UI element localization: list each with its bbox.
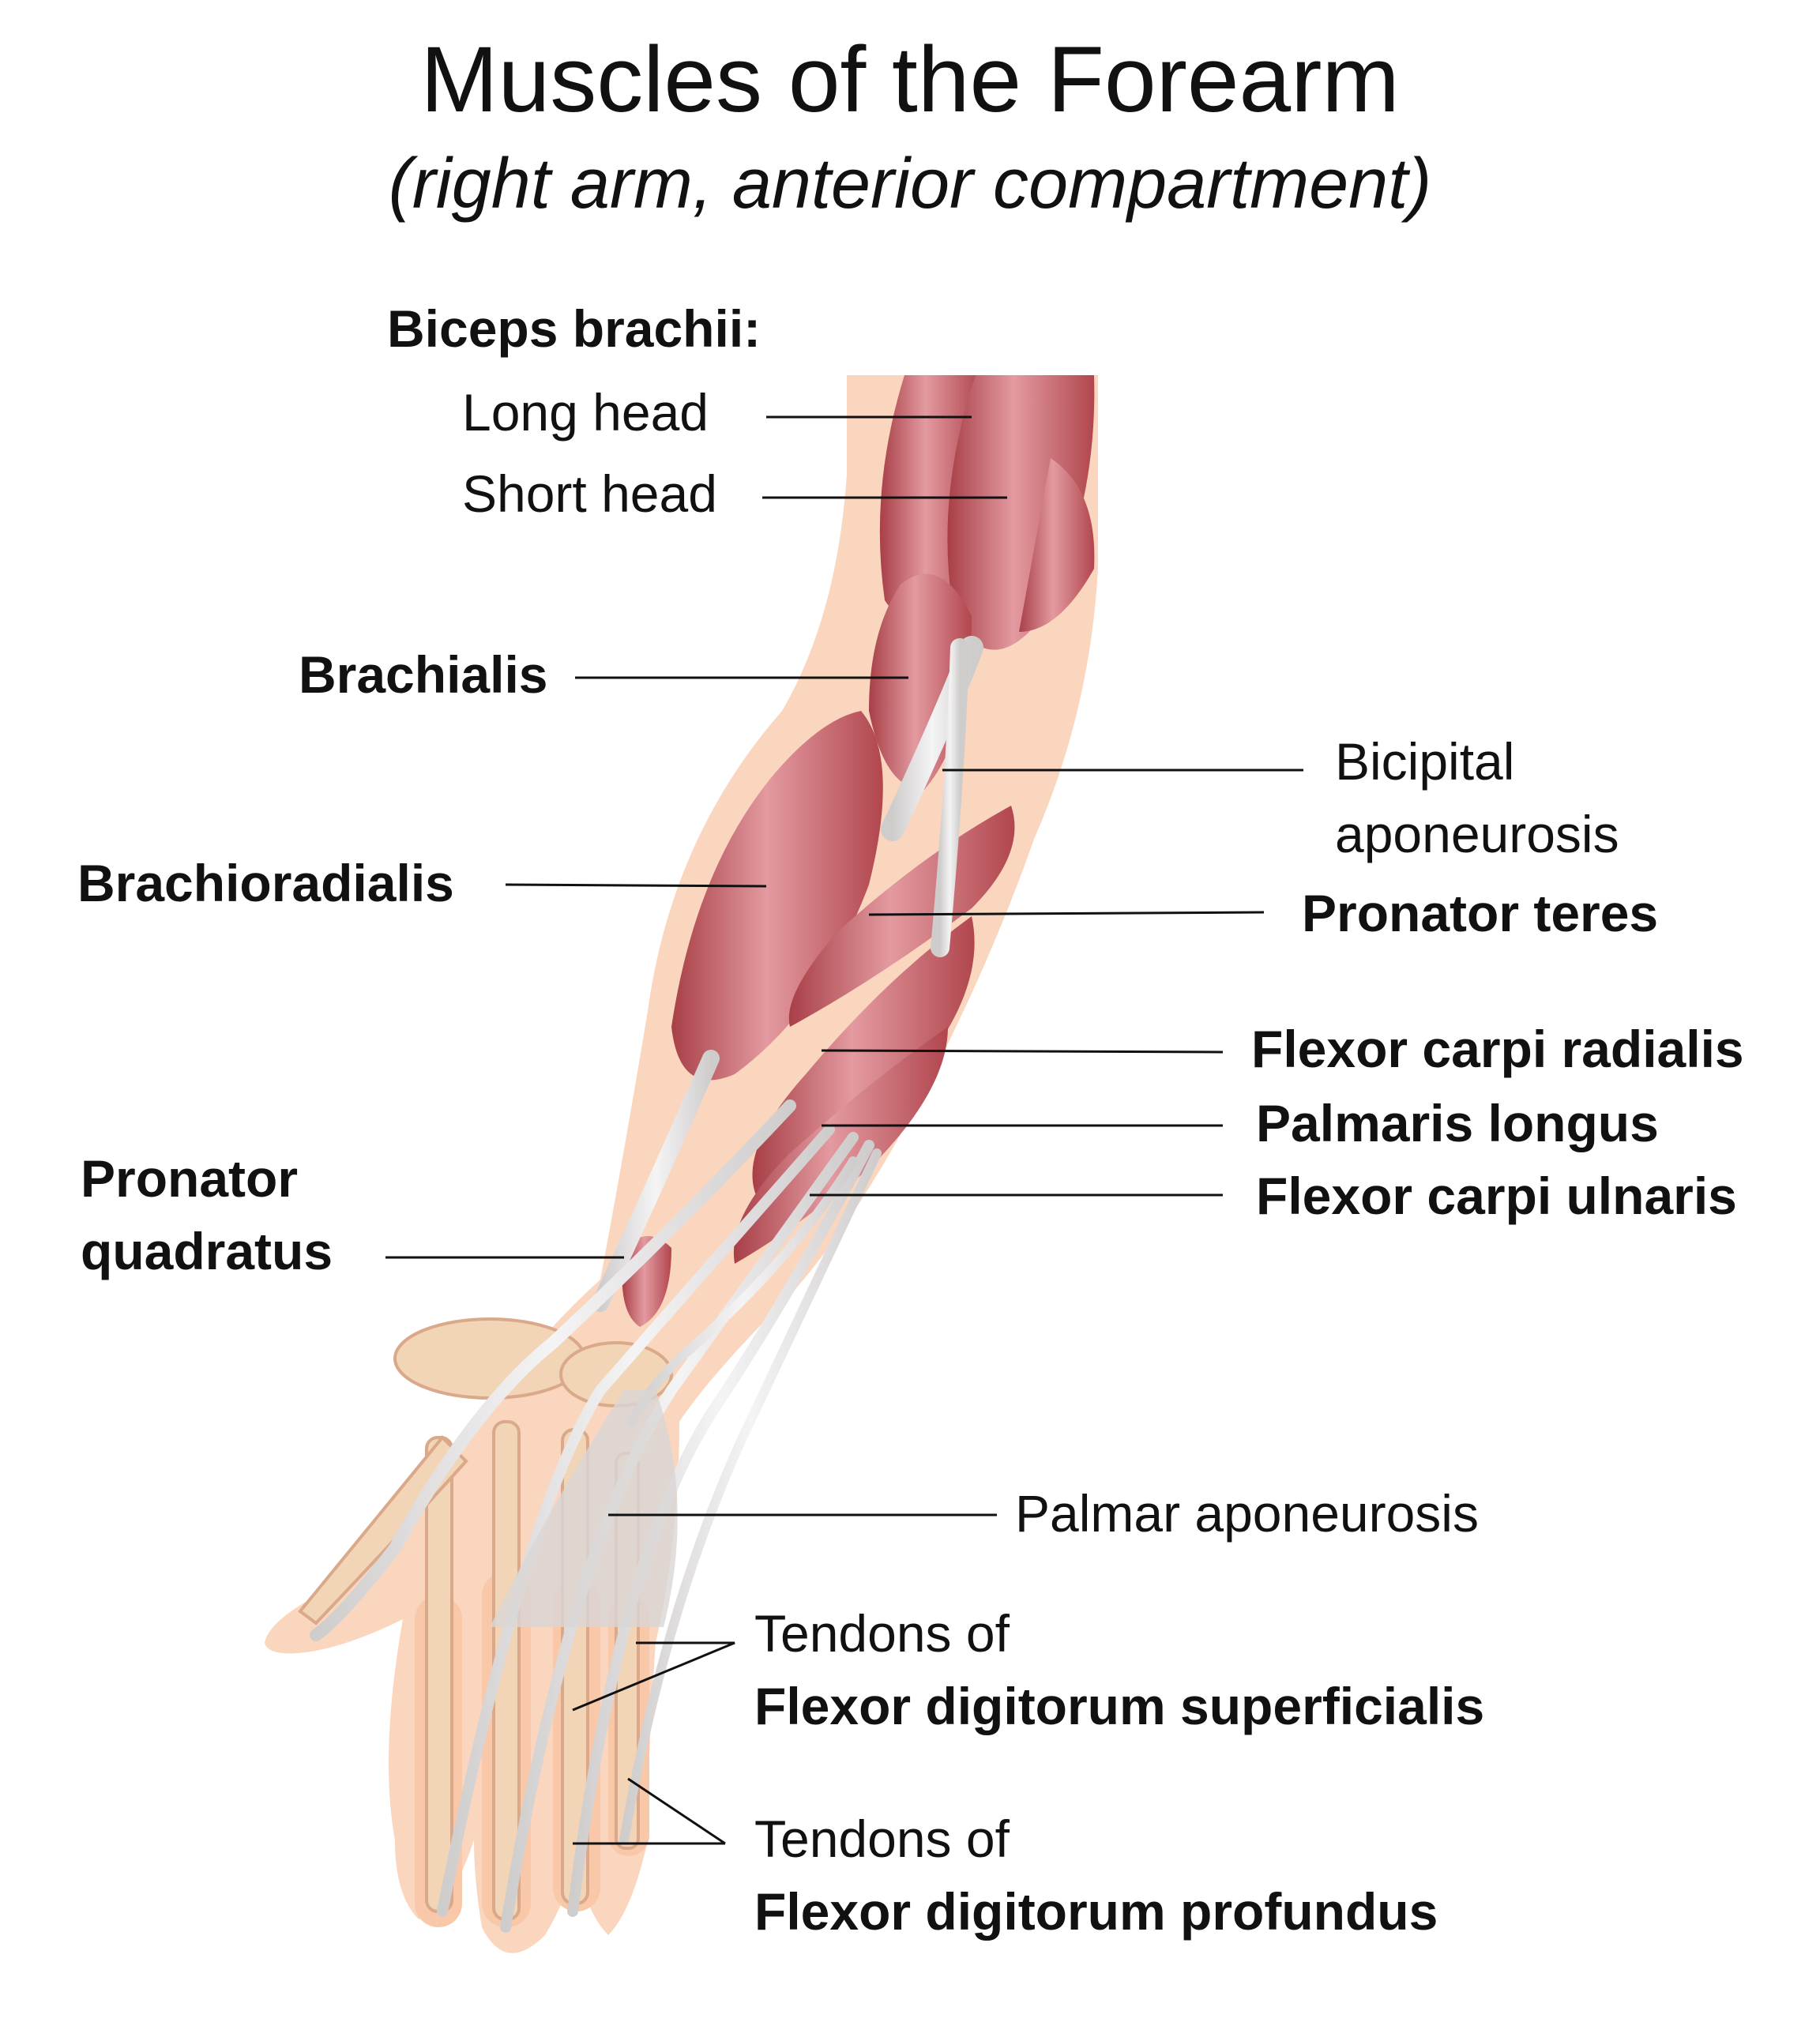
leader-fds <box>572 1641 735 1712</box>
diagram-subtitle: (right arm, anterior compartment) <box>388 145 1432 224</box>
palmar-aponeurosis-fan <box>490 1390 678 1627</box>
label-brachialis: Brachialis <box>299 645 548 704</box>
label-short-head: Short head <box>462 464 717 523</box>
label-flexor-carpi-ulnaris: Flexor carpi ulnaris <box>1256 1167 1737 1225</box>
label-flexor-carpi-radialis: Flexor carpi radialis <box>1251 1020 1744 1078</box>
label-pronator-quadratus-line2: quadratus <box>81 1222 333 1281</box>
leader-flexor-carpi-radialis <box>821 1049 1224 1054</box>
label-bicipital-line2: aponeurosis <box>1335 805 1619 864</box>
label-long-head: Long head <box>462 383 709 442</box>
label-fds: Tendons of Flexor digitorum superficiali… <box>754 1597 1484 1743</box>
label-biceps-brachii: Biceps brachii: <box>387 299 761 358</box>
label-bicipital-aponeurosis: Bicipital aponeurosis <box>1335 725 1619 871</box>
label-fdp-line1: Tendons of <box>754 1810 1010 1868</box>
leader-fdp-b <box>627 1777 726 1845</box>
leader-brachioradialis <box>505 883 767 888</box>
label-fdp-line2: Flexor digitorum profundus <box>754 1882 1438 1941</box>
diagram-title: Muscles of the Forearm <box>420 28 1400 132</box>
tendons <box>310 636 983 1933</box>
upper-arm-muscles <box>869 375 1095 790</box>
label-fds-line1: Tendons of <box>754 1604 1010 1663</box>
label-palmar-aponeurosis: Palmar aponeurosis <box>1015 1484 1479 1543</box>
skin-outline <box>265 375 1098 1953</box>
label-pronator-quadratus-line1: Pronator <box>81 1149 299 1208</box>
label-fdp: Tendons of Flexor digitorum profundus <box>754 1802 1438 1949</box>
leader-lines <box>385 415 1303 1845</box>
label-pronator-quadratus: Pronator quadratus <box>81 1142 333 1288</box>
label-palmaris-longus: Palmaris longus <box>1256 1094 1659 1152</box>
label-fds-line2: Flexor digitorum superficialis <box>754 1677 1485 1736</box>
label-pronator-teres: Pronator teres <box>1302 884 1659 942</box>
label-brachioradialis: Brachioradialis <box>77 854 454 912</box>
label-bicipital-line1: Bicipital <box>1335 732 1515 791</box>
leader-pronator-teres <box>868 911 1265 916</box>
